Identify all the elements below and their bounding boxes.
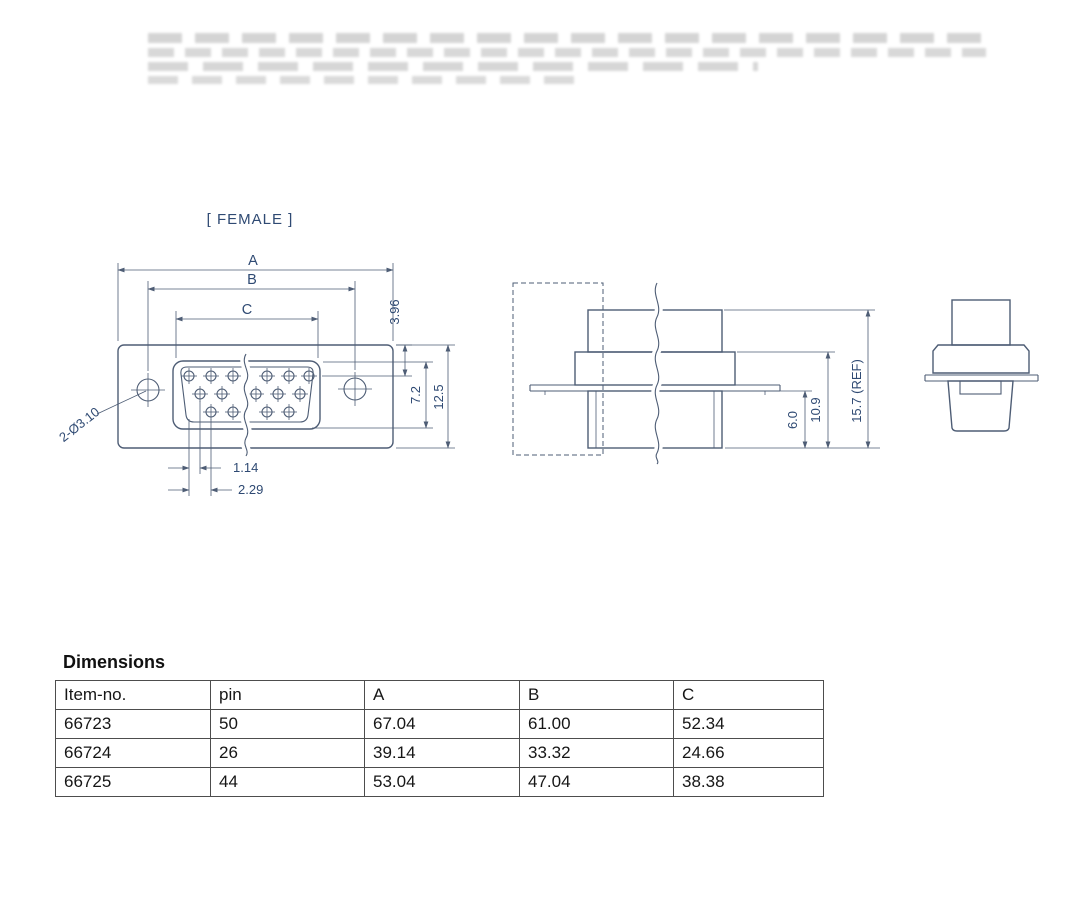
dim-label-top-offset: 3.96 — [387, 299, 402, 324]
col-header-item: Item-no. — [55, 680, 211, 710]
table-cell: 67.04 — [364, 709, 520, 739]
table-cell: 50 — [210, 709, 365, 739]
table-cell: 66725 — [55, 767, 211, 797]
break-line — [651, 281, 663, 467]
dimension-c: C — [175, 302, 319, 358]
table-cell: 47.04 — [519, 767, 674, 797]
front-body-end — [947, 380, 1014, 432]
shoulder — [932, 344, 1030, 374]
faded-text-row — [148, 62, 758, 71]
dim-label-hole: 2-Ø3.10 — [56, 404, 102, 445]
dim-label-b: B — [247, 272, 257, 288]
d-shell — [180, 366, 314, 423]
table-cell: 26 — [210, 738, 365, 768]
dimension-top-offset: 3.96 — [322, 299, 412, 377]
table-cell: 52.34 — [673, 709, 824, 739]
dimension-opening-height: 7.2 — [312, 361, 433, 429]
technical-drawing: [ FEMALE ] — [56, 211, 1039, 497]
phantom-outline — [512, 282, 604, 456]
dimension-flange-height: 12.5 — [396, 344, 455, 449]
dimensions-table: Item-no. pin A B C 66723 50 67.04 61.00 … — [55, 680, 824, 797]
col-header-b: B — [519, 680, 674, 710]
dimensions-section: Dimensions Item-no. pin A B C 66723 50 6… — [55, 652, 825, 797]
col-header-a: A — [364, 680, 520, 710]
dim-label-mid-height: 10.9 — [808, 397, 823, 422]
flange-outline — [117, 344, 394, 449]
col-header-pin: pin — [210, 680, 365, 710]
rear-shell-end — [951, 299, 1011, 346]
dim-label-flange-height: 12.5 — [431, 384, 446, 409]
table-title: Dimensions — [63, 652, 166, 672]
faded-text-row — [148, 33, 986, 43]
end-view — [924, 299, 1039, 432]
dimension-a: A — [117, 253, 394, 341]
dim-label-a: A — [248, 253, 258, 269]
dimension-half-pitch: 1.14 — [168, 401, 258, 496]
dimension-mid-height: 10.9 — [737, 351, 835, 449]
table-cell: 39.14 — [364, 738, 520, 768]
mounting-hole-right — [338, 372, 372, 406]
col-header-c: C — [673, 680, 824, 710]
front-view: A B C 3.96 — [56, 253, 455, 497]
faded-text-row — [148, 48, 986, 57]
table-cell: 44 — [210, 767, 365, 797]
hole-callout: 2-Ø3.10 — [56, 390, 147, 445]
insert-detail — [959, 380, 1002, 395]
view-label: [ FEMALE ] — [207, 211, 294, 228]
dim-label-total-height: 15.7 (REF) — [849, 359, 864, 423]
dim-label-pitch: 2.29 — [238, 482, 263, 497]
mounting-hole-left — [131, 373, 165, 407]
table-cell: 33.32 — [519, 738, 674, 768]
break-line — [240, 351, 252, 459]
table-row: 66723 50 67.04 61.00 52.34 — [55, 709, 824, 739]
side-view: 6.0 10.9 15.7 (REF) — [512, 281, 880, 467]
dim-label-half-pitch: 1.14 — [233, 460, 258, 475]
table-cell: 61.00 — [519, 709, 674, 739]
faded-text-row — [148, 76, 578, 84]
dimension-total-height: 15.7 (REF) — [724, 309, 875, 449]
table-cell: 53.04 — [364, 767, 520, 797]
dim-label-c: C — [242, 302, 252, 318]
table-row: 66724 26 39.14 33.32 24.66 — [55, 738, 824, 768]
dim-label-opening-height: 7.2 — [408, 386, 423, 404]
table-row: 66725 44 53.04 47.04 38.38 — [55, 767, 824, 797]
dimension-b: B — [147, 272, 356, 371]
flange-plate-end — [924, 374, 1039, 382]
table-cell: 66724 — [55, 738, 211, 768]
table-cell: 24.66 — [673, 738, 824, 768]
table-cell: 38.38 — [673, 767, 824, 797]
dimension-lower-height: 6.0 — [725, 390, 880, 449]
dim-label-lower-height: 6.0 — [785, 411, 800, 429]
table-cell: 66723 — [55, 709, 211, 739]
dimension-pitch: 2.29 — [168, 482, 263, 497]
table-header-row: Item-no. pin A B C — [55, 680, 824, 710]
